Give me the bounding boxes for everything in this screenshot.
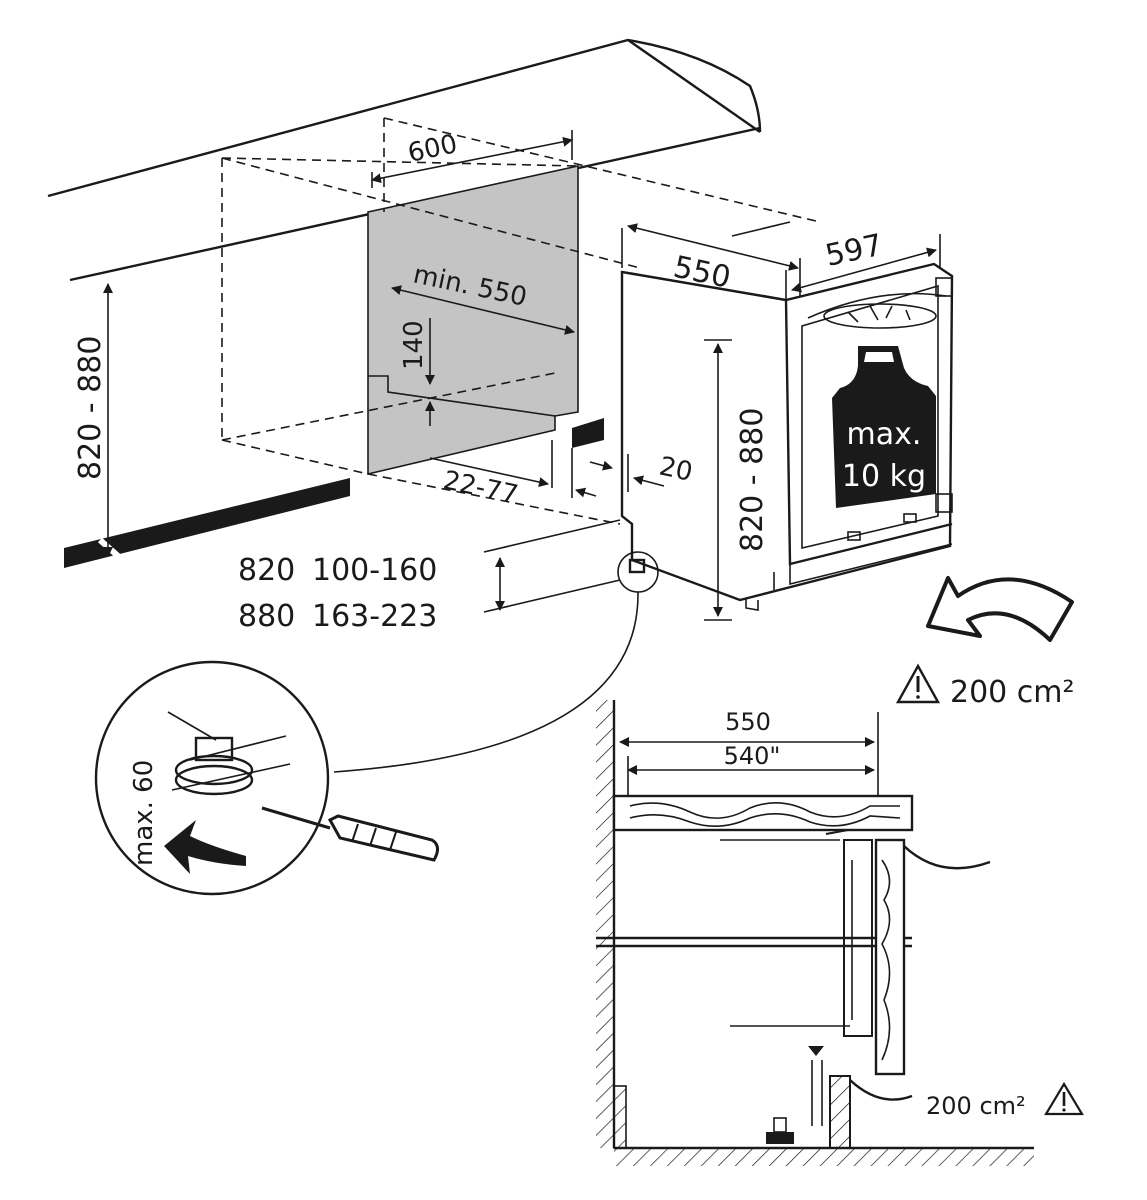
foot-adjust-label: max. 60 — [129, 760, 159, 866]
door-load-line2: 10 kg — [842, 459, 926, 494]
dim-appliance-height: 820 - 880 — [735, 408, 770, 552]
door-load-line1: max. — [847, 417, 922, 452]
vent-top-label: 200 cm² — [895, 663, 1075, 710]
door-load-weight: max. 10 kg — [832, 346, 936, 508]
niche-back-panel — [367, 165, 579, 476]
foot-detail: max. 60 — [94, 591, 639, 896]
section-depth-outer: 550 — [725, 708, 771, 736]
dim-recess-height: 140 — [399, 320, 429, 370]
dim-appliance-depth: 550 — [670, 250, 733, 296]
dim-plinth-offset: 22-77 — [441, 466, 521, 511]
airflow-arrow — [926, 576, 1074, 642]
door-panel — [874, 838, 906, 1076]
rotate-arrow-icon — [164, 820, 246, 874]
plinth-row-1-height: 880 — [238, 599, 295, 634]
worktop-section — [612, 794, 914, 832]
airflow-icon — [926, 576, 1074, 642]
warning-icon-bottom — [1044, 1081, 1084, 1116]
section-depth-inner: 540" — [724, 742, 781, 770]
niche — [221, 117, 821, 525]
vent-top-area: 200 cm² — [950, 675, 1075, 710]
plinth-table: 820 100-160 880 163-223 — [238, 553, 437, 634]
plinth-row-1-range: 163-223 — [312, 599, 437, 634]
vent-bottom-label: 200 cm² — [926, 1081, 1084, 1120]
screwdriver-icon — [327, 814, 439, 862]
section-view: 550 540" — [596, 700, 1034, 1166]
dim-plinth-gap: 20 — [657, 452, 696, 488]
plinth-row-0-height: 820 — [238, 553, 295, 588]
warning-icon — [895, 663, 941, 704]
plinth — [64, 418, 604, 568]
appliance-dimensions: 550 597 820 - 880 — [483, 221, 941, 621]
plinth-row-0-range: 100-160 — [312, 553, 437, 588]
weight-icon — [832, 346, 936, 508]
vent-bottom-area: 200 cm² — [926, 1092, 1026, 1120]
dim-height-left: 820 - 880 — [73, 336, 108, 480]
